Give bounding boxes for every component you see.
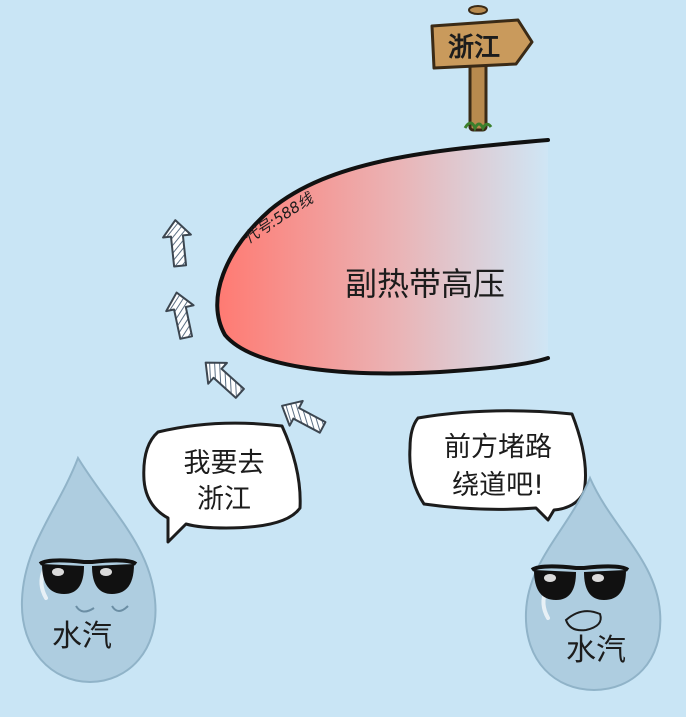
- bubble-right-line-1: 前方堵路: [444, 432, 552, 463]
- signpost: 浙江: [430, 5, 534, 132]
- bubble-right-line-2: 绕道吧!: [452, 470, 544, 501]
- speech-bubble-right: 前方堵路 绕道吧!: [408, 409, 587, 522]
- speech-bubble-icon: [142, 421, 302, 544]
- drop-right-label: 水汽: [566, 633, 626, 668]
- water-drop-right: 水汽: [524, 475, 662, 692]
- mouth-icon: [564, 610, 602, 632]
- bubble-left-line-2: 浙江: [197, 484, 251, 515]
- signpost-label: 浙江: [448, 33, 500, 63]
- arrow-icon: [161, 288, 201, 342]
- bubble-left-line-1: 我要去: [184, 448, 265, 479]
- signpost-icon: [430, 18, 534, 70]
- high-pressure-label: 副热带高压: [345, 265, 505, 303]
- high-pressure-region: 副热带高压 代号:588线: [215, 138, 550, 376]
- water-drop-icon: [20, 455, 157, 684]
- speech-bubble-icon: [408, 409, 587, 522]
- drop-left-label: 水汽: [52, 619, 112, 654]
- arrow-icon: [160, 217, 196, 269]
- arrow-icon: [195, 351, 251, 405]
- water-drop-left: 水汽: [20, 455, 157, 684]
- speech-bubble-left: 我要去 浙江: [142, 421, 302, 544]
